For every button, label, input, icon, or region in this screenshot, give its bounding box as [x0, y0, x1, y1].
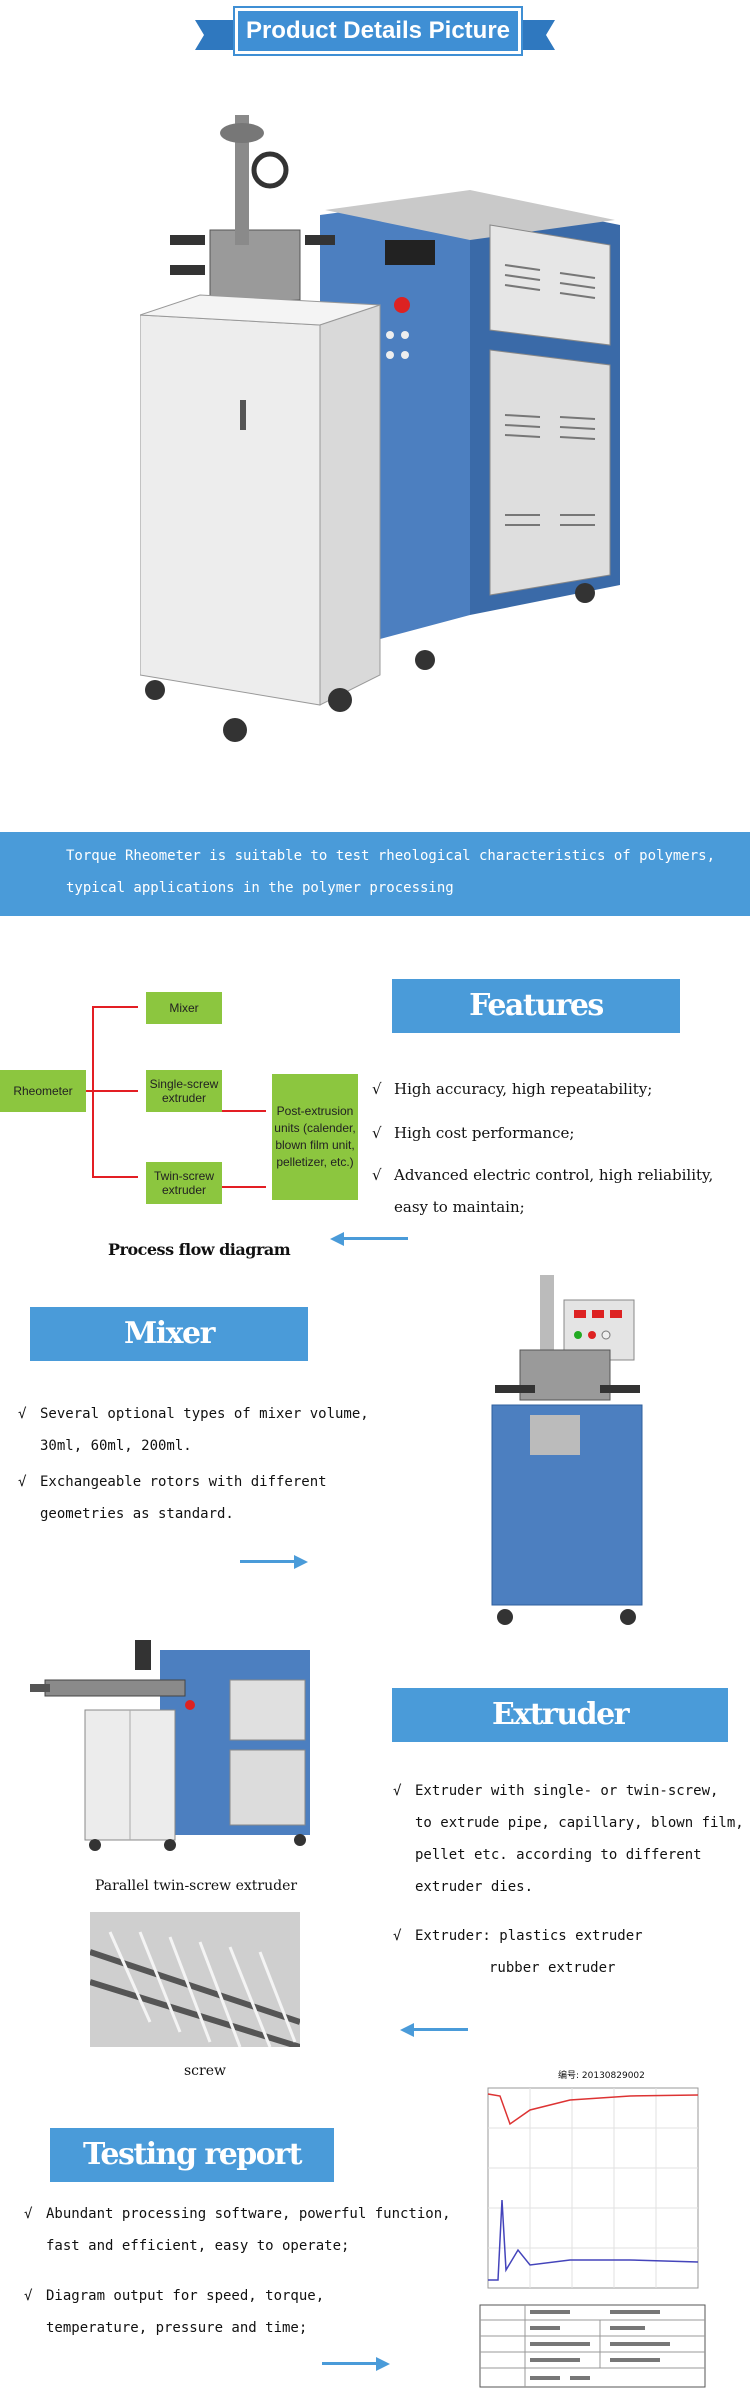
testing-item: √Diagram output for speed, torque, tempe…: [24, 2280, 324, 2344]
check-icon: √: [24, 2206, 33, 2222]
testing-report-heading: Testing report: [50, 2128, 334, 2182]
intro-line-2: typical applications in the polymer proc…: [66, 880, 454, 896]
flow-mixer-box: Mixer: [146, 992, 222, 1024]
check-icon: √: [393, 1928, 402, 1944]
features-heading: Features: [392, 979, 680, 1033]
flow-single-screw-box: Single-screw extruder: [146, 1070, 222, 1112]
check-icon: √: [372, 1124, 382, 1142]
flow-caption: Process flow diagram: [108, 1240, 291, 1259]
testing-item: √Abundant processing software, powerful …: [24, 2198, 451, 2262]
header-ribbon: Product Details Picture: [195, 8, 555, 56]
intro-line-1: Torque Rheometer is suitable to test rhe…: [66, 848, 716, 864]
mixer-machine-image: [491, 1275, 643, 1625]
arrow-right-icon: [240, 1555, 308, 1569]
check-icon: √: [393, 1783, 402, 1799]
mixer-item: √Several optional types of mixer volume,…: [18, 1398, 369, 1462]
intro-band: Torque Rheometer is suitable to test rhe…: [0, 832, 750, 916]
flow-line: [86, 1090, 92, 1092]
flow-twin-screw-box: Twin-screw extruder: [146, 1162, 222, 1204]
twin-screw-extruder-image: [30, 1640, 310, 1851]
flow-line: [92, 1176, 138, 1178]
arrow-left-icon: [330, 1232, 408, 1246]
torque-rheometer-image: [140, 115, 620, 742]
arrow-left-icon: [400, 2023, 468, 2037]
process-flow-diagram: Rheometer Mixer Single-screw extruder Tw…: [0, 990, 390, 1270]
feature-item: √Advanced electric control, high reliabi…: [372, 1159, 713, 1223]
flow-rheometer-box: Rheometer: [0, 1070, 86, 1112]
page-title: Product Details Picture: [245, 17, 511, 44]
mixer-item: √Exchangeable rotors with different geom…: [18, 1466, 327, 1530]
caption-screw: screw: [184, 2063, 226, 2079]
extruder-item: √Extruder: plastics extruder rubber extr…: [393, 1920, 643, 1984]
flow-line: [92, 1006, 138, 1008]
testing-report-thumbnail: [479, 2087, 706, 2388]
check-icon: √: [24, 2288, 33, 2304]
flow-line: [222, 1110, 266, 1112]
feature-item: √High cost performance;: [372, 1117, 574, 1149]
arrow-right-icon: [322, 2357, 390, 2371]
ribbon-body: [235, 8, 521, 54]
check-icon: √: [18, 1474, 27, 1490]
flow-line: [222, 1186, 266, 1188]
report-number: 编号: 20130829002: [558, 2071, 645, 2081]
check-icon: √: [372, 1166, 382, 1184]
check-icon: √: [372, 1080, 382, 1098]
extruder-heading: Extruder: [392, 1688, 728, 1742]
flow-line: [92, 1090, 138, 1092]
extruder-item: √Extruder with single- or twin-screw, to…: [393, 1775, 744, 1903]
flow-post-extrusion-box: Post-extrusion units (calender, blown fi…: [272, 1074, 358, 1200]
caption-twin-screw: Parallel twin-screw extruder: [95, 1878, 298, 1894]
feature-item: √High accuracy, high repeatability;: [372, 1073, 652, 1105]
mixer-heading: Mixer: [30, 1307, 308, 1361]
check-icon: √: [18, 1406, 27, 1422]
screw-image: [90, 1912, 300, 2047]
